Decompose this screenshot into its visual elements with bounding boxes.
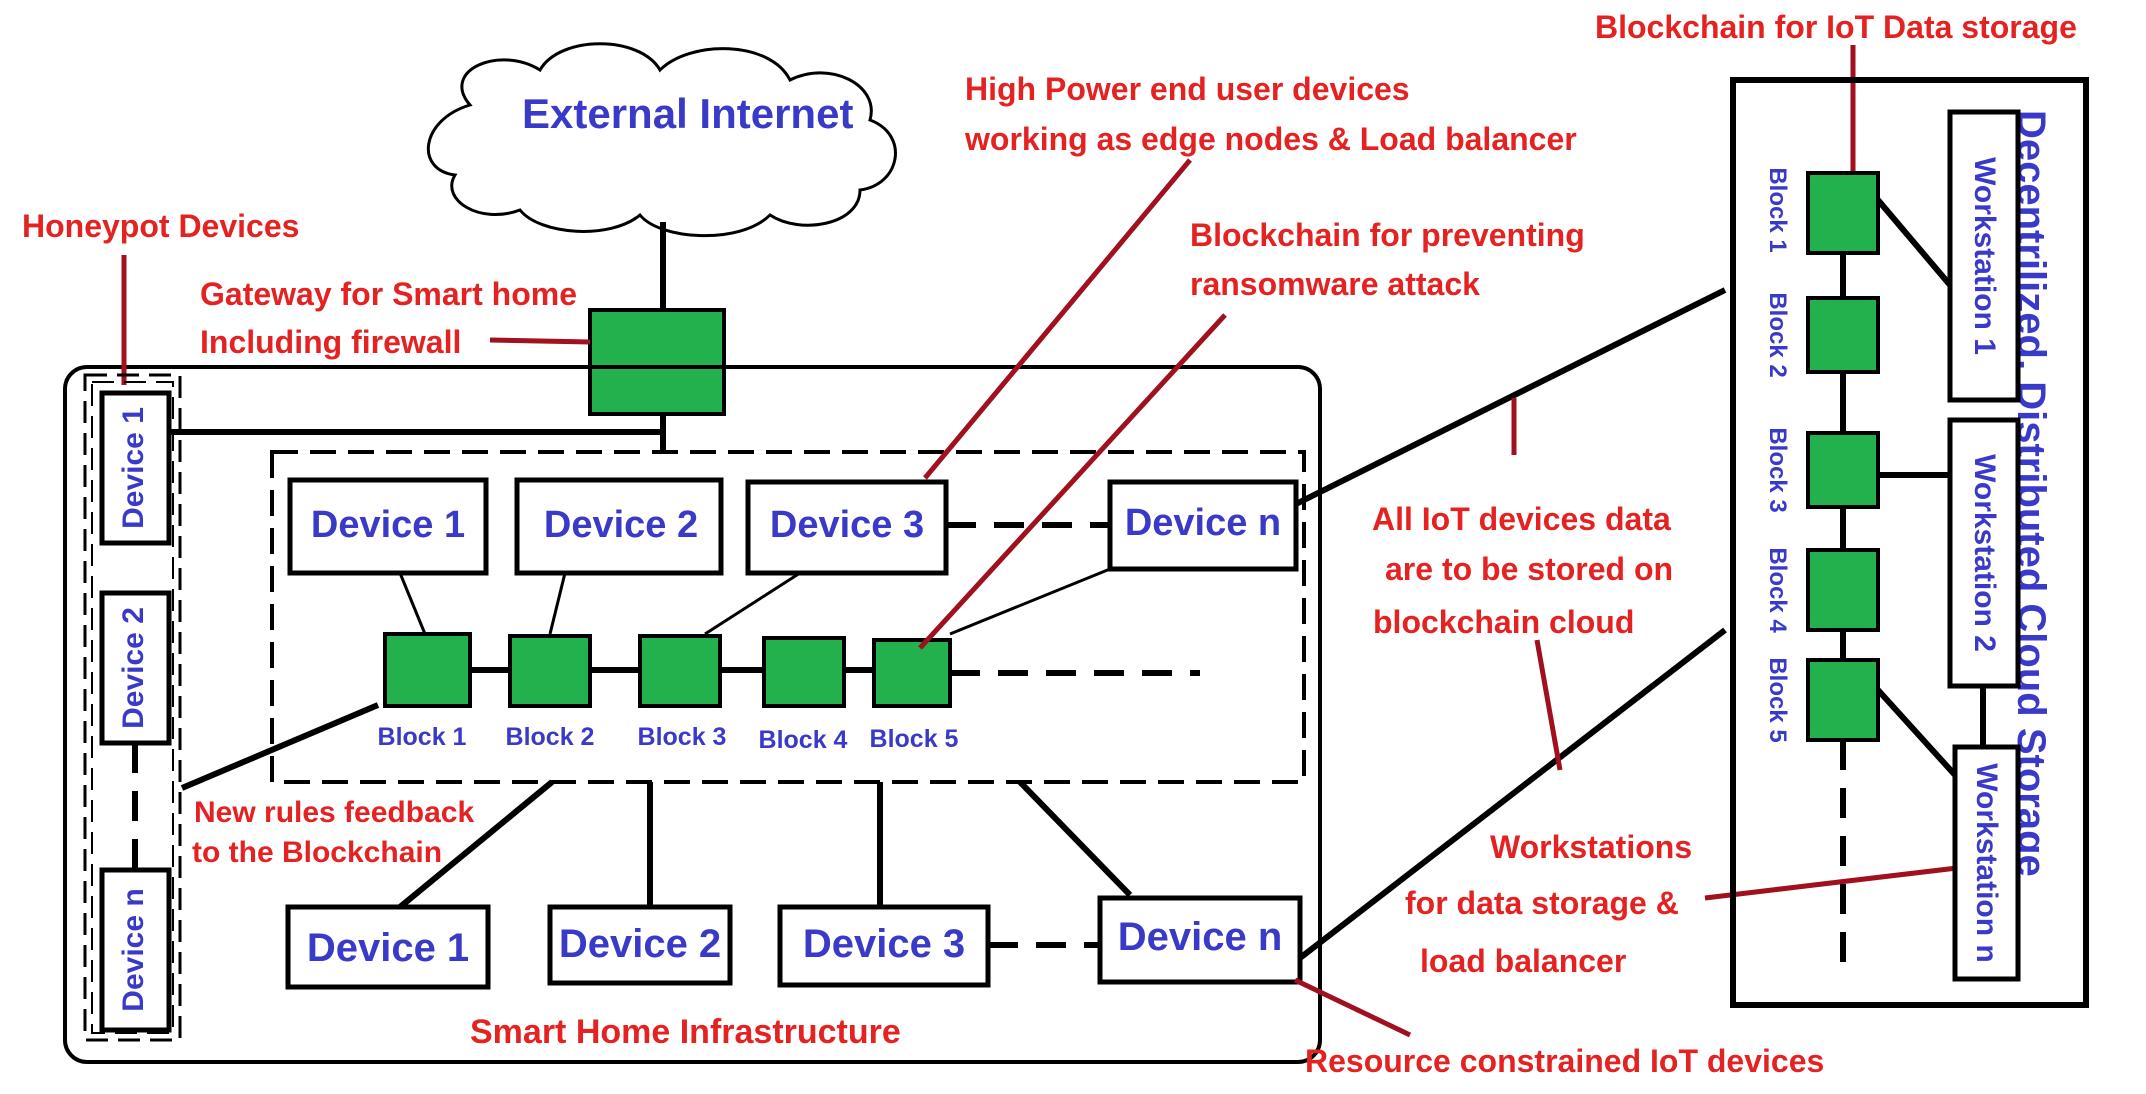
storage-note-line1: All IoT devices data <box>1372 501 1671 537</box>
storage-block-2 <box>1806 296 1880 374</box>
honeypot-device-n[interactable]: Device n <box>99 867 172 1033</box>
feedback-annotation-line2: to the Blockchain <box>192 836 442 869</box>
ransomware-pointer <box>918 313 1227 650</box>
workstation-n[interactable]: Workstation n <box>1952 744 2021 982</box>
storage-block-2-label: Block 2 <box>1764 292 1791 377</box>
ransomware-block-4 <box>762 636 846 708</box>
workstations-note-line2: for data storage & <box>1405 885 1679 921</box>
ransomware-block-3 <box>638 634 722 708</box>
edge-block-link-2 <box>548 572 567 635</box>
constrained-device-2-label: Device 2 <box>559 922 721 966</box>
storage-note-line3: blockchain cloud <box>1373 604 1634 640</box>
constrained-device-1[interactable]: Device 1 <box>285 904 491 990</box>
edge-annotation-line1: High Power end user devices <box>965 71 1410 107</box>
edge-block-link-1 <box>398 572 427 635</box>
storage-note-line2: are to be stored on <box>1385 551 1673 587</box>
honeypot-device-2[interactable]: Device 2 <box>99 590 172 746</box>
constrained-device-n[interactable]: Device n <box>1097 895 1303 985</box>
storage-block-5 <box>1806 658 1880 742</box>
edge-block-link-n <box>949 567 1111 636</box>
cloud-storage-frame <box>1730 77 2089 1008</box>
workstation-1-label: Workstation 1 <box>1968 157 2001 355</box>
edge-device-2[interactable]: Device 2 <box>514 477 724 576</box>
storage-block-5-label: Block 5 <box>1764 657 1791 742</box>
constrained-annotation: Resource constrained IoT devices <box>1305 1043 1824 1079</box>
storage-block-4-label: Block 4 <box>1764 547 1791 633</box>
workstations-note-line3: load balancer <box>1420 943 1626 979</box>
constrained-device-3[interactable]: Device 3 <box>777 904 991 988</box>
ransomware-annotation-line2: ransomware attack <box>1190 266 1480 302</box>
edge-pointer <box>923 158 1192 480</box>
gateway-annotation-line1: Gateway for Smart home <box>200 276 577 312</box>
workstations-note-line1: Workstations <box>1490 829 1692 865</box>
edge-cloud-link <box>1294 287 1727 507</box>
storage-block-4 <box>1806 548 1880 632</box>
ransomware-annotation-line1: Blockchain for preventing <box>1190 217 1585 253</box>
edge-device-1[interactable]: Device 1 <box>287 477 489 576</box>
gateway-annotation-line2: Including firewall <box>200 324 461 360</box>
ransomware-block-1-label: Block 1 <box>378 723 467 751</box>
gateway-firewall-box <box>588 308 726 416</box>
edge-annotation-line2: working as edge nodes & Load balancer <box>964 121 1577 157</box>
cloud-shape-icon <box>426 42 897 238</box>
edge-device-3-label: Device 3 <box>770 504 924 546</box>
edge-device-n-label: Device n <box>1125 502 1281 544</box>
gateway-pointer <box>489 337 591 345</box>
storage-block-1-label: Block 1 <box>1764 167 1791 252</box>
workstations-pointer <box>1704 865 1958 901</box>
storage-block-3-label: Block 3 <box>1764 427 1791 512</box>
block5-workstationn-link <box>1875 687 1958 778</box>
ransomware-block-5 <box>872 638 952 708</box>
cloud-storage-title: Blockchain for IoT Data storage <box>1595 9 2077 45</box>
constrained-cloud-link-pointer <box>1534 639 1563 771</box>
edge-device-1-label: Device 1 <box>311 504 465 546</box>
honeypot-device-2-label: Device 2 <box>117 607 150 729</box>
honeypot-device-1[interactable]: Device 1 <box>99 390 172 546</box>
group-constrained-link-n <box>1017 779 1133 898</box>
edge-group-border <box>270 450 1306 784</box>
honeypot-device-n-label: Device n <box>117 888 150 1011</box>
ransomware-block-2-label: Block 2 <box>506 723 595 751</box>
constrained-device-3-label: Device 3 <box>803 922 965 966</box>
smart-home-label: Smart Home Infrastructure <box>470 1013 901 1051</box>
workstation-n-label: Workstation n <box>1970 763 2003 962</box>
storage-block-3 <box>1806 431 1880 509</box>
ransomware-block-4-label: Block 4 <box>759 726 848 754</box>
ransomware-block-5-label: Block 5 <box>870 725 959 753</box>
honeypot-group-inner <box>91 381 174 1034</box>
ransomware-block-3-label: Block 3 <box>638 723 727 751</box>
edge-block-link-3 <box>704 571 801 636</box>
honeypot-device-1-label: Device 1 <box>117 407 150 529</box>
feedback-link <box>180 702 380 791</box>
constrained-device-2[interactable]: Device 2 <box>547 904 733 986</box>
storage-block-1 <box>1806 171 1880 255</box>
constrained-cloud-link <box>1298 627 1727 961</box>
constrained-device-n-label: Device n <box>1118 915 1283 959</box>
constrained-device-1-label: Device 1 <box>307 926 469 970</box>
internet-cloud: External Internet <box>426 42 897 238</box>
group-constrained-link-1 <box>398 779 554 910</box>
honeypot-title: Honeypot Devices <box>22 208 299 244</box>
feedback-annotation-line1: New rules feedback <box>194 796 474 829</box>
ransomware-block-2 <box>508 634 592 708</box>
cloud-label: External Internet <box>522 90 853 137</box>
ransomware-block-1 <box>383 632 472 708</box>
smart-home-frame <box>63 365 1322 1064</box>
edge-device-2-label: Device 2 <box>544 504 698 546</box>
block1-workstation1-link <box>1875 198 1953 287</box>
edge-device-3[interactable]: Device 3 <box>745 479 949 576</box>
workstation-2[interactable]: Workstation 2 <box>1947 417 2021 689</box>
workstation-2-label: Workstation 2 <box>1968 454 2001 652</box>
honeypot-group-border <box>83 373 182 1042</box>
workstation-1[interactable]: Workstation 1 <box>1947 109 2021 403</box>
constrained-pointer <box>1293 977 1412 1038</box>
edge-device-n[interactable]: Device n <box>1107 479 1299 572</box>
